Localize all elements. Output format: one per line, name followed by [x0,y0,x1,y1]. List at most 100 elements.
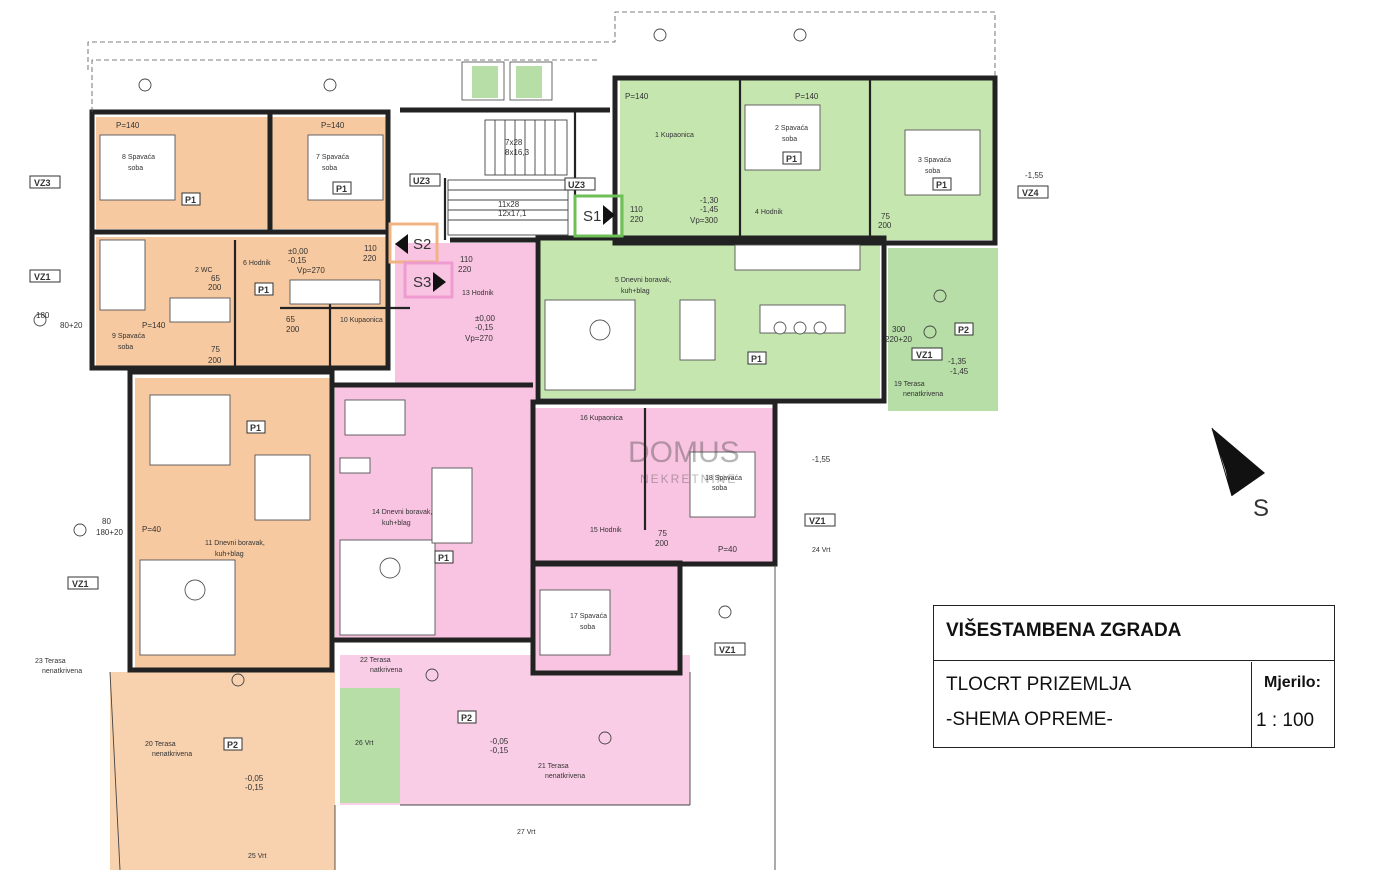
svg-text:VZ4: VZ4 [1022,188,1039,198]
svg-text:S2: S2 [413,236,431,253]
subtitle-cell: TLOCRT PRIZEMLJA -SHEMA OPREME- [934,662,1252,747]
svg-text:P2: P2 [958,325,969,335]
svg-text:75: 75 [881,212,890,221]
room-label: nenatkrivena [903,391,943,398]
svg-text:300: 300 [892,325,906,334]
svg-text:110: 110 [460,255,473,264]
svg-text:P=140: P=140 [795,92,819,101]
room-label: 3 Spavaća [918,157,951,164]
room-label: 19 Terasa [894,381,925,388]
svg-text:P1: P1 [185,195,196,205]
room-labels: 8 Spavaća soba 7 Spavaća soba 6 Hodnik 2… [35,125,951,860]
room-label: 16 Kupaonica [580,415,623,422]
svg-text:-1,35: -1,35 [948,357,967,366]
svg-text:110: 110 [630,205,643,214]
room-label: 22 Terasa [360,657,391,664]
svg-text:220: 220 [458,265,472,274]
stair-dim: 8x16,3 [505,148,530,157]
room-label: 11 Dnevni boravak, [205,540,265,547]
room-label: soba [782,136,797,143]
room-label: nenatkrivena [152,751,192,758]
svg-text:200: 200 [208,283,222,292]
svg-text:S3: S3 [413,274,431,291]
staircase: 7x28 8x16,3 11x28 12x17,1 [447,61,569,236]
svg-text:75: 75 [658,529,667,538]
drawing-title: VIŠESTAMBENA ZGRADA [946,620,1182,641]
svg-text:-1,30: -1,30 [700,196,719,205]
room-label: 8 Spavaća [122,154,155,161]
svg-text:180: 180 [36,311,50,320]
room-label: 10 Kupaonica [340,317,383,324]
room-label: 25 Vrt [248,853,266,860]
svg-text:P1: P1 [250,423,261,433]
walls [89,75,998,676]
site-boundary [87,11,996,871]
room-label: 1 Kupaonica [655,132,694,139]
room-label: soba [128,165,143,172]
title-row: VIŠESTAMBENA ZGRADA [934,606,1334,661]
room-label: soba [118,344,133,351]
svg-text:P=40: P=40 [142,525,161,534]
svg-text:P2: P2 [461,713,472,723]
drawing-subtitle: TLOCRT PRIZEMLJA [946,674,1132,695]
room-label: kuh+blag [382,520,411,527]
svg-text:VZ1: VZ1 [916,350,933,360]
svg-text:VZ1: VZ1 [72,579,89,589]
room-label: 18 Spavaća [705,475,742,482]
dimension-labels: 180 80+20 80 180+20 300 220+20 110 220 1… [36,92,912,554]
svg-text:-0,05: -0,05 [490,737,509,746]
section-marker-s1: S1 [573,194,624,238]
section-marker-s3: S3 [403,261,454,299]
svg-text:UZ3: UZ3 [413,176,430,186]
room-label: soba [712,485,727,492]
room-label: nenatkrivena [42,668,82,675]
svg-text:Vp=270: Vp=270 [465,334,493,343]
room-label: 2 WC [195,267,213,274]
svg-text:P=140: P=140 [142,321,166,330]
svg-text:VZ1: VZ1 [809,516,826,526]
svg-text:200: 200 [286,325,300,334]
dimension-circles [33,28,947,745]
garden-26 [340,688,400,803]
room-label: 9 Spavaća [112,333,145,340]
watermark: DOMUS NEKRETNINE [628,436,740,486]
svg-text:P1: P1 [751,354,762,364]
room-label: 23 Terasa [35,658,66,665]
room-label: nenatkrivena [545,773,585,780]
svg-text:-1,45: -1,45 [950,367,969,376]
svg-text:NEKRETNINE: NEKRETNINE [640,472,737,486]
level-markers: ±0,00 -0,15 Vp=270 ±0,00 -0,15 Vp=270 -1… [245,171,1044,792]
svg-text:VZ1: VZ1 [719,645,736,655]
room-label: 24 Vrt [812,547,830,554]
svg-text:-0,15: -0,15 [245,783,264,792]
room-label: soba [580,624,595,631]
svg-text:220: 220 [630,215,644,224]
wall-tags: VZ3 VZ1 VZ1 UZ3 UZ3 VZ4 VZ1 VZ1 VZ1 [29,173,1049,656]
svg-text:P=140: P=140 [625,92,649,101]
svg-text:80+20: 80+20 [60,321,83,330]
title-block: VIŠESTAMBENA ZGRADA TLOCRT PRIZEMLJA -SH… [933,605,1335,748]
stair-dim: 7x28 [505,138,523,147]
svg-text:P=140: P=140 [321,121,345,130]
svg-text:VZ1: VZ1 [34,272,51,282]
svg-text:±0,00: ±0,00 [288,247,309,256]
svg-text:P1: P1 [786,154,797,164]
room-label: 27 Vrt [517,829,535,836]
room-label: 14 Dnevni boravak, [372,509,432,516]
svg-text:P1: P1 [936,180,947,190]
stair-dim: 12x17,1 [498,209,527,218]
room-label: 15 Hodnik [590,527,622,534]
svg-text:220+20: 220+20 [885,335,912,344]
drawing-subtitle-2: -SHEMA OPREME- [946,709,1113,730]
room-label: natkrivena [370,667,402,674]
svg-text:P1: P1 [258,285,269,295]
svg-text:Vp=300: Vp=300 [690,216,718,225]
svg-text:-0,05: -0,05 [245,774,264,783]
svg-text:S1: S1 [583,208,601,225]
room-label: soba [322,165,337,172]
stair-dim: 11x28 [498,200,520,209]
svg-text:-1,55: -1,55 [812,455,831,464]
svg-text:±0,00: ±0,00 [475,314,496,323]
svg-text:65: 65 [211,274,220,283]
